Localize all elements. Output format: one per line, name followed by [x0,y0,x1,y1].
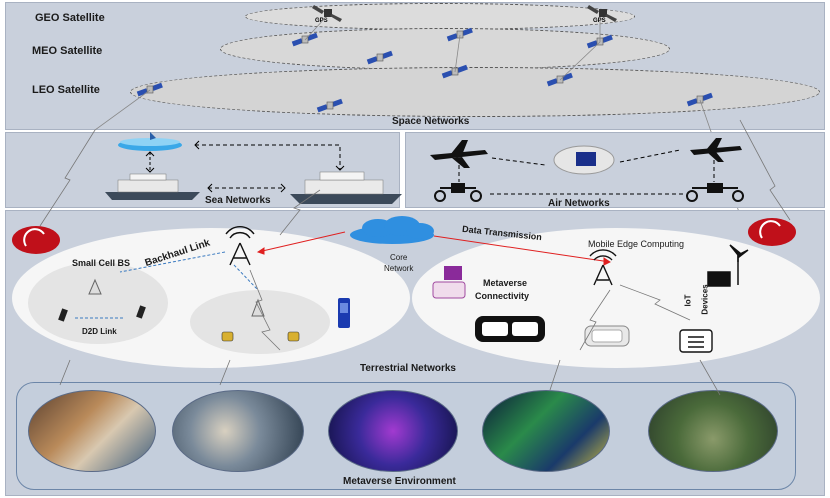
wind-turbine-icon [707,244,749,287]
mec-label: Mobile Edge Computing [588,239,685,249]
mec-tower-icon [589,249,617,286]
core-network-cloud-icon [350,216,434,244]
gps-label: GPS [593,18,606,24]
geo-satellite-label: GEO Satellite [35,12,105,24]
leo-orbit [130,67,820,117]
airship-icon [553,145,615,175]
space-networks-label: Space Networks [392,116,470,127]
d2d-cell [28,262,168,344]
iot-device-icon [679,329,713,353]
mobile-phone-icon [338,298,350,328]
d2d-link-label: D2D Link [82,327,117,336]
airplane-icon [690,138,742,162]
cruise-ship-icon [290,171,402,204]
air-networks-panel [405,132,825,208]
metaverse-scene-neon [482,390,610,472]
airplane-icon [430,140,488,168]
air-networks-label: Air Networks [548,198,610,209]
core-network-label-1: Core [390,253,408,262]
metaverse-scene-park [648,390,778,472]
meo-satellite-label: MEO Satellite [32,45,103,57]
metaverse-scene-avatar [172,390,304,472]
metaverse-connectivity-label-2: Connectivity [475,291,530,301]
leo-satellite-label: LEO Satellite [32,84,100,96]
cruise-ship-icon [105,173,200,200]
satellite-dish-icon [12,226,60,254]
vr-headset-icon [584,325,630,347]
phone-icon [221,331,300,342]
gps-satellite-icon: GPS [310,5,346,32]
metaverse-scene-digital [328,390,458,472]
sea-networks-label: Sea Networks [205,195,271,206]
drone-icon [434,183,482,202]
hand-hologram-icon [432,266,466,299]
gps-label: GPS [315,18,328,24]
gps-satellite-icon: GPS [585,5,621,32]
small-cell-tower-icon [88,278,265,317]
terrestrial-networks-label: Terrestrial Networks [360,363,456,374]
drone-icon [686,183,744,202]
metaverse-connectivity-label-1: Metaverse [483,278,528,288]
metaverse-environment-label: Metaverse Environment [343,476,456,487]
device-icon [58,305,146,322]
vr-glasses-icon [475,316,545,342]
core-network-label-2: Network [384,264,414,273]
geo-orbit [245,3,635,30]
buoy-icon [118,132,182,151]
small-cell-label: Small Cell BS [72,258,131,268]
main-cell-tower-icon [225,225,255,266]
satellite-dish-icon [748,218,796,246]
metaverse-scene-office [28,390,156,472]
